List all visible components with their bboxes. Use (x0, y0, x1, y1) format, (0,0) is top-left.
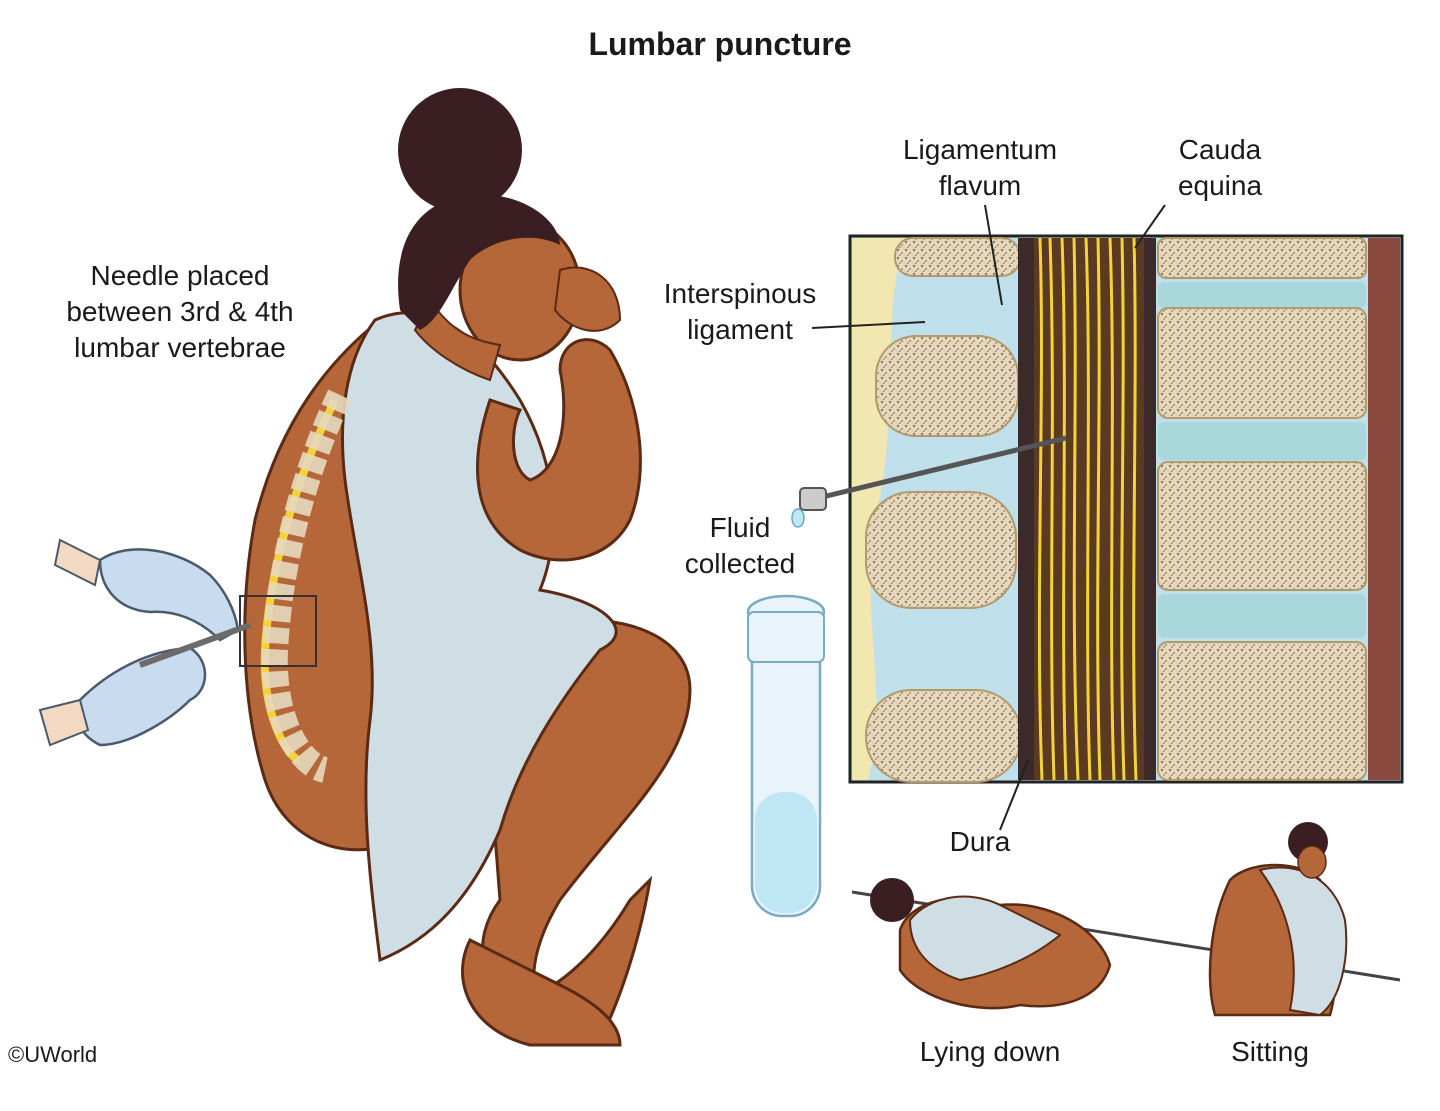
label-ligamentum-flavum: Ligamentum flavum (902, 134, 1058, 201)
lying-down-figure (851, 878, 1401, 1010)
fat-layer (852, 238, 905, 780)
spinous-process-2 (875, 335, 1019, 437)
leader-cauda-equina (1134, 204, 1166, 249)
collection-tube (746, 594, 826, 918)
spine-column (261, 389, 352, 783)
sitting-figure (1208, 822, 1348, 1017)
spinous-process-1 (894, 237, 1021, 277)
vertebral-body-4 (1157, 641, 1367, 781)
spinous-process-4 (865, 689, 1022, 783)
needle-hub (799, 487, 827, 511)
patient-figure (239, 88, 692, 1047)
patient-neck (413, 298, 502, 382)
patient-foot (461, 937, 622, 1047)
upper-glove (98, 548, 240, 642)
tube-collar (747, 611, 825, 663)
leader-ligamentum-flavum (984, 204, 1003, 306)
disc-3 (1158, 594, 1366, 638)
leader-dura (999, 759, 1029, 831)
figure-title: Lumbar puncture (588, 26, 852, 62)
label-sitting: Sitting (1231, 1036, 1309, 1067)
lying-gown (908, 895, 1062, 982)
anterior-tissue (1368, 238, 1400, 780)
vertebral-body-3 (1157, 461, 1367, 591)
cross-section-needle (809, 435, 1067, 503)
label-dura: Dura (949, 826, 1011, 857)
label-needle-placement: Needle placed between 3rd & 4th lumbar v… (66, 260, 294, 363)
sitting-face (1297, 845, 1327, 879)
disc-1 (1158, 282, 1366, 308)
dura-layer (1018, 238, 1034, 780)
spinal-needle (138, 622, 252, 668)
posterior-ligament (1144, 238, 1156, 780)
nerve-roots (1037, 237, 1138, 781)
tube-liquid (755, 792, 817, 913)
lying-head (870, 878, 914, 922)
disc-2 (1158, 422, 1366, 460)
cross-section-panel (791, 234, 1404, 784)
gloved-hands (38, 538, 252, 747)
patient-hair-bun (398, 88, 522, 212)
vertebral-body-2 (1157, 307, 1367, 419)
csf-drop (791, 508, 805, 528)
patient-hand (553, 266, 622, 332)
label-fluid-collected: Fluid collected (684, 512, 796, 579)
wrist-upper (53, 538, 102, 587)
patient-hair (398, 194, 560, 330)
label-lying-down: Lying down (919, 1036, 1061, 1067)
leader-interspinous (811, 321, 926, 329)
label-interspinous-ligament: Interspinous ligament (663, 278, 817, 345)
leader-lines (811, 204, 1166, 831)
wrist-lower (38, 698, 90, 747)
patient-arm (476, 338, 642, 562)
vertebral-body-1 (1157, 237, 1367, 279)
lower-glove (75, 646, 207, 747)
copyright-notice: ©UWorld (8, 1042, 98, 1067)
spinous-process-3 (865, 491, 1017, 609)
label-cauda-equina: Cauda equina (1177, 134, 1263, 201)
